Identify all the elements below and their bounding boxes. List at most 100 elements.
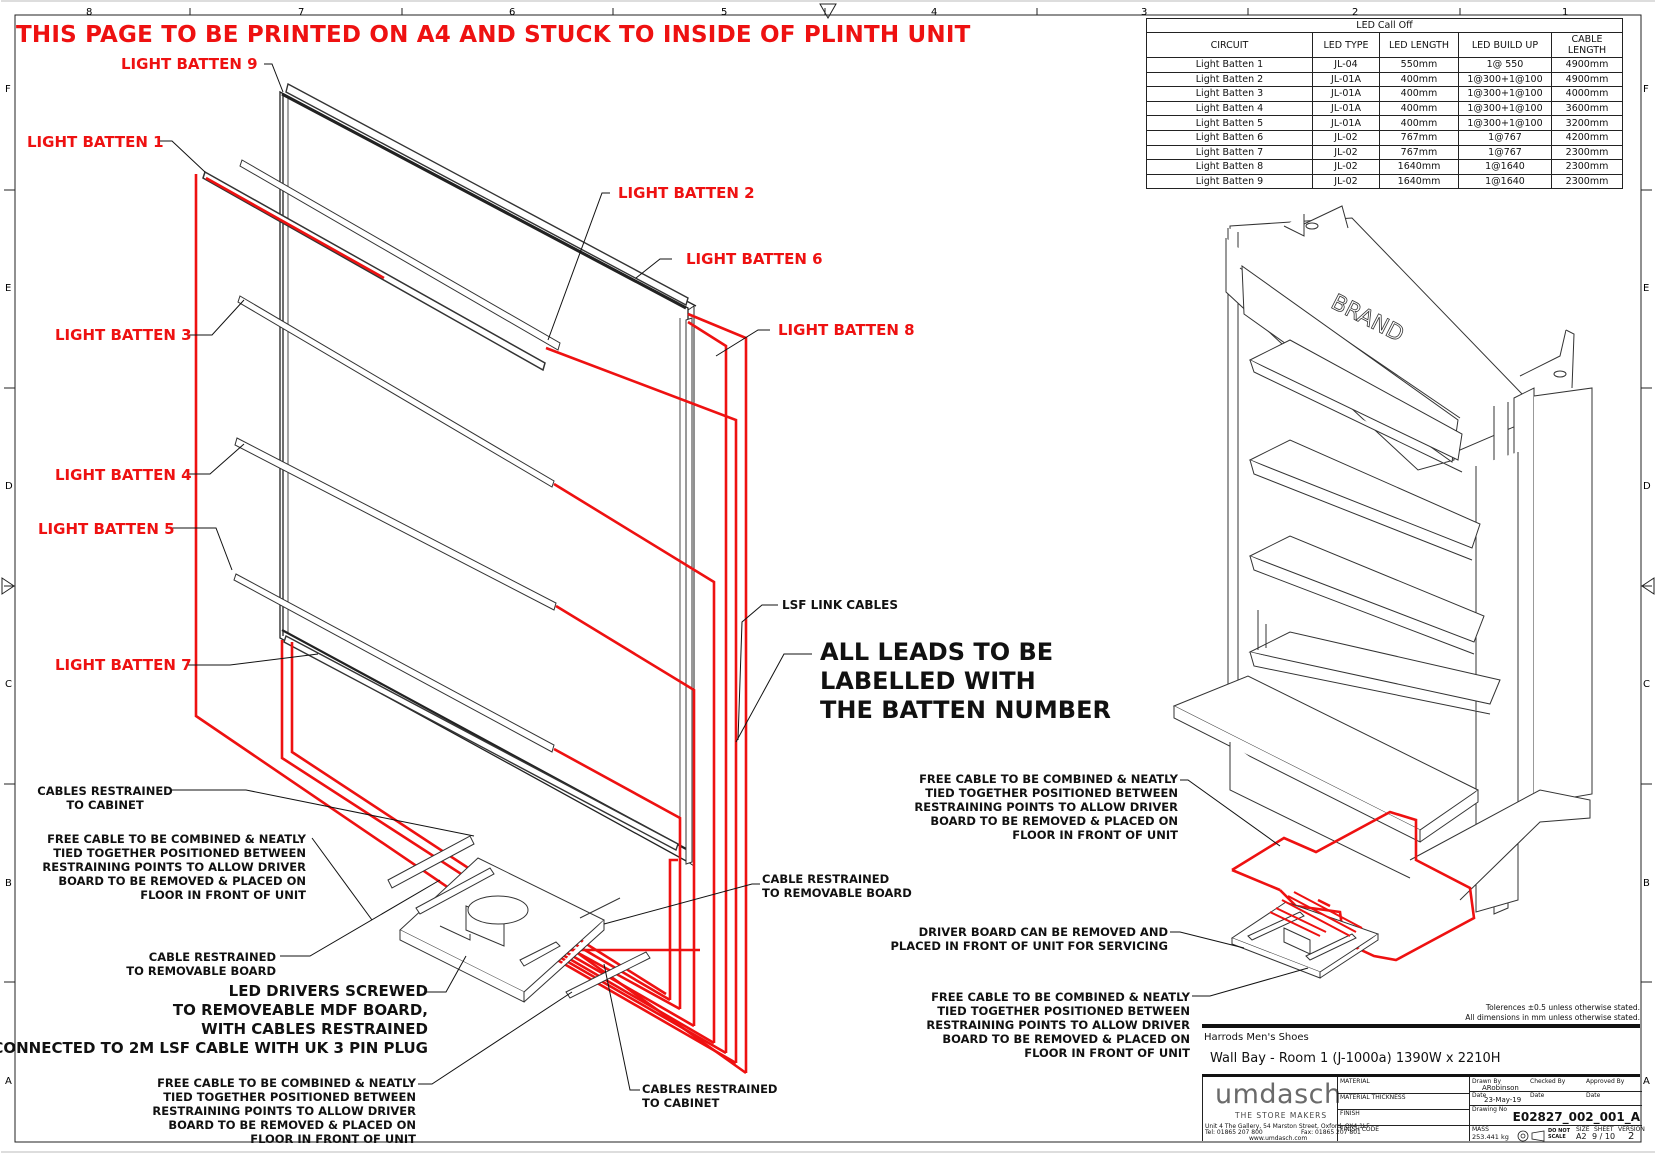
label-light-batten-8: LIGHT BATTEN 8 <box>778 321 915 339</box>
note-line: TO CABINET <box>66 798 144 812</box>
title-block: Tolerences ±0.5 unless otherwise stated.… <box>1202 1003 1645 1142</box>
table-cell: 2300mm <box>1551 144 1623 161</box>
table-cell: JL-01A <box>1312 86 1380 102</box>
row-marker: C <box>5 679 12 690</box>
note-line: CABLE RESTRAINED <box>762 872 890 886</box>
note-line: TIED TOGETHER POSITIONED BETWEEN <box>53 846 306 860</box>
table-cell: 1@300+1@100 <box>1458 115 1552 131</box>
label-light-batten-3: LIGHT BATTEN 3 <box>55 326 192 344</box>
table-cell: JL-04 <box>1312 57 1380 73</box>
table-cell: 400mm <box>1379 86 1459 102</box>
finish-code-label: FINISH CODE <box>1340 1126 1380 1133</box>
table-cell: 1@1640 <box>1458 159 1552 175</box>
batten-7 <box>283 634 679 852</box>
note-free-cable-left: FREE CABLE TO BE COMBINED & NEATLY TIED … <box>20 832 306 902</box>
note-cable-restrained-board-mid: CABLE RESTRAINED TO REMOVABLE BOARD <box>762 872 942 900</box>
note-line: CABLES RESTRAINED <box>642 1082 778 1096</box>
note-line: TIED TOGETHER POSITIONED BETWEEN <box>937 1004 1190 1018</box>
note-line: RESTRAINING POINTS TO ALLOW DRIVER <box>152 1104 416 1118</box>
label-light-batten-6: LIGHT BATTEN 6 <box>686 250 823 268</box>
label-light-batten-7: LIGHT BATTEN 7 <box>55 656 192 674</box>
note-driver-board-removable: DRIVER BOARD CAN BE REMOVED AND PLACED I… <box>882 925 1168 953</box>
version-label: VERSION <box>1618 1126 1645 1133</box>
driver-board-left <box>387 835 651 1003</box>
note-line: TO REMOVABLE BOARD <box>762 886 912 900</box>
column-marker: 1 <box>1562 7 1569 18</box>
table-cell: JL-02 <box>1312 129 1380 146</box>
table-cell: 400mm <box>1379 100 1459 117</box>
table-cell: 550mm <box>1379 57 1459 73</box>
row-marker: A <box>5 1076 12 1087</box>
row-marker: C <box>1643 679 1650 690</box>
note-line: PLACED IN FRONT OF UNIT FOR SERVICING <box>890 939 1168 953</box>
drawing-number: E02827_002_001_A <box>1512 1110 1640 1124</box>
date-value: 23-May-19 <box>1484 1096 1522 1104</box>
led-call-off-table: LED Call Off CIRCUIT LED TYPE LED LENGTH… <box>1146 18 1623 190</box>
batten-5 <box>233 573 555 753</box>
cell-divider <box>1470 1105 1642 1106</box>
table-cell: 3600mm <box>1551 100 1623 117</box>
company-logo: umdasch <box>1215 1079 1342 1110</box>
cabinet <box>1172 205 1593 915</box>
batten-9 <box>285 82 689 307</box>
leader-lines <box>158 63 812 1091</box>
note-line: TO REMOVEABLE MDF BOARD, <box>172 1001 428 1019</box>
material-label: MATERIAL <box>1340 1078 1370 1085</box>
row-marker: E <box>1643 283 1650 294</box>
cell-divider <box>1470 1125 1642 1126</box>
material-cells: MATERIAL MATERIAL THICKNESS FINISH FINIS… <box>1337 1077 1470 1141</box>
title-block-rule <box>1202 1074 1640 1077</box>
battens <box>202 82 693 865</box>
note-line: LABELLED WITH <box>820 667 1036 695</box>
note-line: RESTRAINING POINTS TO ALLOW DRIVER <box>914 800 1178 814</box>
table-cell: 1640mm <box>1379 159 1459 175</box>
label-light-batten-1: LIGHT BATTEN 1 <box>27 133 164 151</box>
note-line: FLOOR IN FRONT OF UNIT <box>1012 828 1178 842</box>
table-cell: 1@300+1@100 <box>1458 86 1552 102</box>
table-cell: JL-02 <box>1312 173 1380 190</box>
column-header: LED BUILD UP <box>1458 32 1552 58</box>
table-cell: 4000mm <box>1551 86 1623 102</box>
batten-4 <box>234 437 557 611</box>
table-cell: Light Batten 1 <box>1146 57 1313 73</box>
drawn-by-label: Drawn By <box>1472 1078 1502 1085</box>
client-name: Harrods Men's Shoes <box>1204 1032 1309 1043</box>
label-light-batten-2: LIGHT BATTEN 2 <box>618 184 755 202</box>
column-header: LED TYPE <box>1312 32 1380 58</box>
note-free-cable-right-bottom: FREE CABLE TO BE COMBINED & NEATLY TIED … <box>894 990 1190 1060</box>
date-label: Date <box>1586 1092 1601 1099</box>
sheet-value: 9 / 10 <box>1592 1132 1616 1141</box>
column-marker: 7 <box>298 7 305 18</box>
table-cell: Light Batten 4 <box>1146 100 1313 117</box>
table-cell: 767mm <box>1379 129 1459 146</box>
size-value: A2 <box>1576 1132 1587 1141</box>
label-light-batten-5: LIGHT BATTEN 5 <box>38 520 175 538</box>
cell-divider <box>1338 1093 1470 1094</box>
right-red-cables-inner <box>1269 891 1363 937</box>
table-cell: 4200mm <box>1551 129 1623 146</box>
table-cell: 1@ 550 <box>1458 57 1552 73</box>
company-web: www.umdasch.com <box>1249 1135 1308 1142</box>
row-marker: D <box>1643 481 1651 492</box>
note-line: CONNECTED TO 2M LSF CABLE WITH UK 3 PIN … <box>0 1039 428 1057</box>
note-line: FLOOR IN FRONT OF UNIT <box>1024 1046 1190 1060</box>
table-cell: 2300mm <box>1551 159 1623 175</box>
note-line: CABLE RESTRAINED <box>148 950 276 964</box>
approved-by-label: Approved By <box>1586 1078 1625 1085</box>
finish-label: FINISH <box>1340 1110 1360 1117</box>
note-line: BOARD TO BE REMOVED & PLACED ON <box>58 874 306 888</box>
note-line: ALL LEADS TO BE <box>820 638 1054 666</box>
version-value: 2 <box>1628 1131 1635 1142</box>
column-marker: 8 <box>86 7 93 18</box>
do-not-scale: DO NOT SCALE <box>1548 1128 1570 1140</box>
note-line: CABLES RESTRAINED <box>37 784 173 798</box>
cell-divider <box>1338 1125 1470 1126</box>
table-cell: 4900mm <box>1551 71 1623 88</box>
note-line: DRIVER BOARD CAN BE REMOVED AND <box>918 925 1168 939</box>
